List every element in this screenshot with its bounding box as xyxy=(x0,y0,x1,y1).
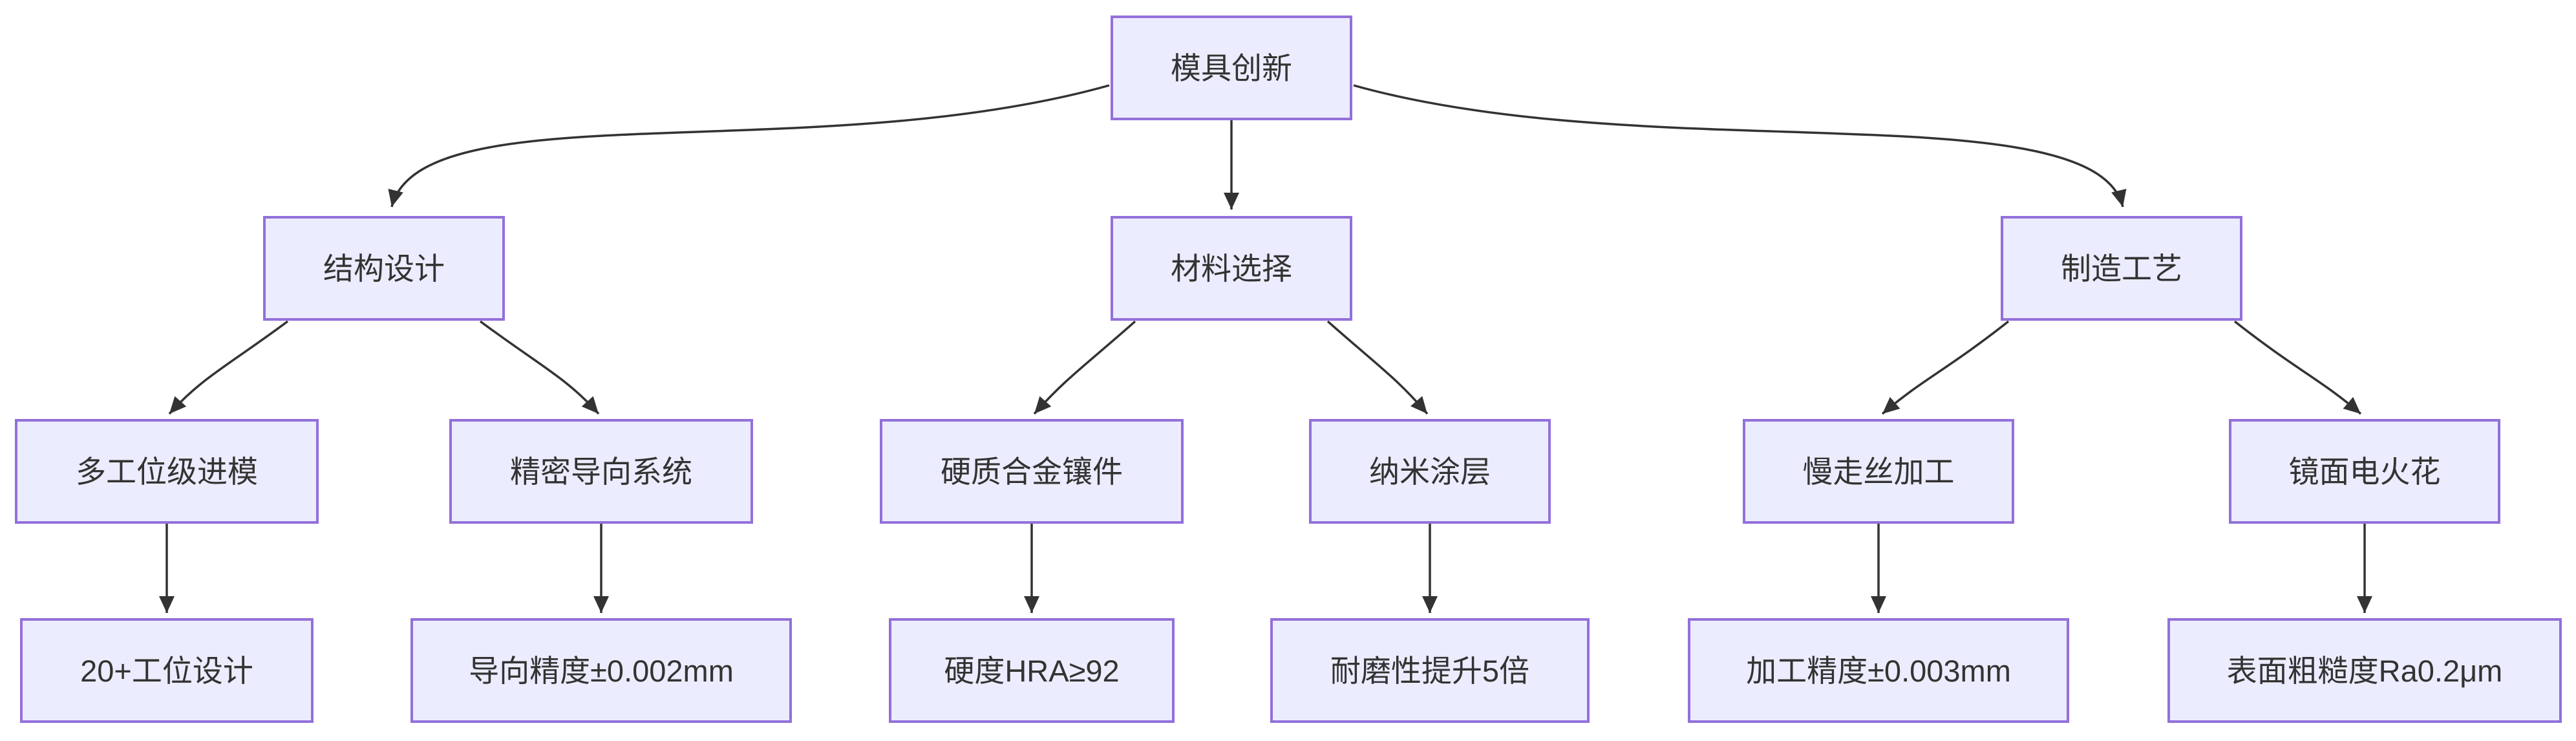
edge-root-structure-design xyxy=(388,84,1110,208)
node-guide-system: 精密导向系统 xyxy=(449,419,753,524)
node-slow-wire-edm: 慢走丝加工 xyxy=(1743,419,2014,524)
node-mirror-edm: 镜面电火花 xyxy=(2229,419,2500,524)
node-hardness: 硬度HRA≥92 xyxy=(889,618,1175,723)
edge-structure-guide-system xyxy=(479,320,600,415)
node-carbide-insert: 硬质合金镶件 xyxy=(880,419,1184,524)
node-guide-precision: 导向精度±0.002mm xyxy=(410,618,792,723)
node-manufacturing: 制造工艺 xyxy=(2001,216,2242,321)
node-surface-roughness: 表面粗糙度Ra0.2μm xyxy=(2167,618,2562,723)
node-structure-design: 结构设计 xyxy=(263,216,505,321)
edge-material-carbide-insert xyxy=(1033,320,1136,415)
node-wear-resistance: 耐磨性提升5倍 xyxy=(1270,618,1590,723)
edge-material-nano-coating xyxy=(1326,320,1429,415)
edge-process-slow-wire-edm xyxy=(1881,320,2010,415)
node-multi-station-die: 多工位级进模 xyxy=(15,419,319,524)
node-nano-coating: 纳米涂层 xyxy=(1309,419,1551,524)
node-machining-precision: 加工精度±0.003mm xyxy=(1688,618,2069,723)
edge-root-manufacturing xyxy=(1353,84,2127,208)
edge-structure-multi-station xyxy=(168,320,289,415)
node-station-design: 20+工位设计 xyxy=(20,618,314,723)
node-material-selection: 材料选择 xyxy=(1111,216,1352,321)
node-root: 模具创新 xyxy=(1111,16,1352,120)
edge-process-mirror-edm xyxy=(2233,320,2362,415)
